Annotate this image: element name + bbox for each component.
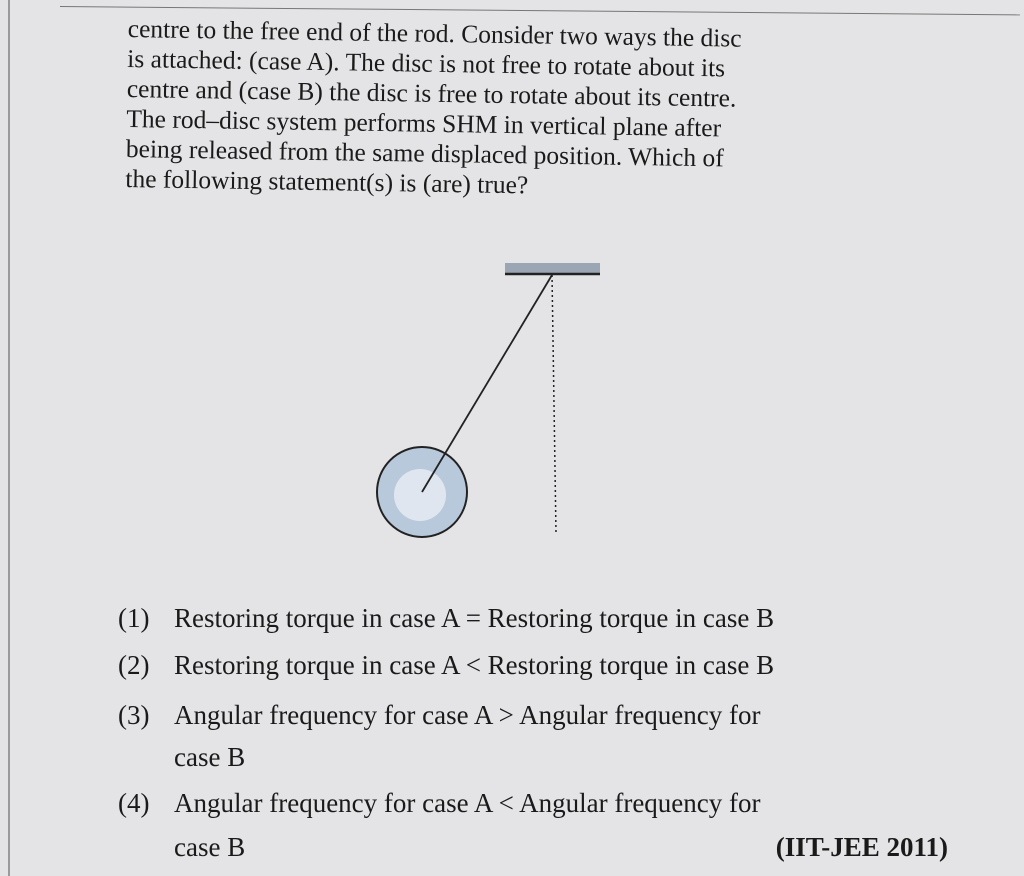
ceiling-support — [505, 263, 600, 273]
option-number: (4) — [118, 788, 150, 818]
option-3-continuation: case B — [174, 742, 246, 772]
question-text: centre to the free end of the rod. Consi… — [125, 14, 928, 207]
option-4: (4) Angular frequency for case A < Angula… — [118, 788, 761, 819]
option-2: (2) Restoring torque in case A < Restorin… — [118, 650, 774, 681]
exam-source: (IIT-JEE 2011) — [775, 832, 948, 862]
option-text: Angular frequency for case A > Angular f… — [174, 700, 761, 730]
disc-highlight — [394, 469, 446, 521]
option-text: Restoring torque in case A < Restoring t… — [174, 650, 775, 680]
page-edge — [8, 0, 10, 876]
rod — [421, 274, 553, 493]
option-number: (3) — [118, 700, 150, 730]
option-text: Restoring torque in case A = Restoring t… — [174, 603, 775, 633]
top-rule — [59, 6, 1020, 16]
option-3: (3) Angular frequency for case A > Angula… — [118, 700, 761, 731]
vertical-reference-line — [551, 274, 557, 534]
option-number: (1) — [118, 603, 150, 633]
pendulum-diagram — [376, 263, 600, 538]
option-text: Angular frequency for case A < Angular f… — [174, 788, 761, 818]
option-number: (2) — [118, 650, 150, 680]
option-1: (1) Restoring torque in case A = Restorin… — [118, 603, 774, 634]
option-4-continuation: case B — [174, 832, 246, 862]
